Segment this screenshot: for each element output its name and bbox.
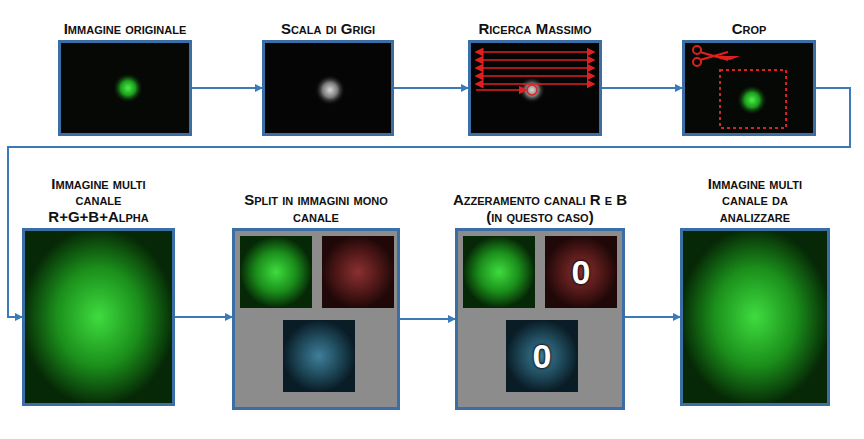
zero-channel-mark: 0 (572, 255, 591, 289)
panel-title: Crop (674, 21, 824, 38)
image-panel: Ricerca Massimo (468, 40, 602, 136)
panel-title: Azzeramento canali R e B (in questo caso… (448, 192, 632, 226)
flow-arrow (400, 318, 455, 320)
panel-title: Ricerca Massimo (450, 21, 620, 38)
image-panel: Immagine originale (58, 40, 192, 136)
panel-title: Immagine multi canale R+G+B+Alpha (40, 176, 158, 226)
flow-arrow (602, 87, 682, 89)
flow-arrow (175, 316, 232, 318)
image-panel: Split in immagini mono canale (232, 228, 400, 410)
flow-arrow (394, 87, 468, 89)
image-panel: Scala di Grigi (262, 40, 394, 136)
image-panel: Azzeramento canali R e B (in questo caso… (455, 228, 625, 410)
flow-arrow (8, 88, 850, 317)
image-panel: Immagine multi canale da analizzare (680, 228, 830, 406)
flow-arrow (625, 316, 680, 318)
panel-title: Immagine originale (40, 21, 210, 38)
image-panel: Crop (682, 40, 816, 136)
flow-arrow (192, 87, 262, 89)
panel-title: Split in immagini mono canale (241, 192, 391, 226)
image-panel: Immagine multi canale R+G+B+Alpha (22, 228, 175, 406)
panel-title: Scala di Grigi (243, 21, 413, 38)
panel-title: Immagine multi canale da analizzare (690, 176, 820, 226)
zero-channel-mark: 0 (533, 339, 552, 373)
